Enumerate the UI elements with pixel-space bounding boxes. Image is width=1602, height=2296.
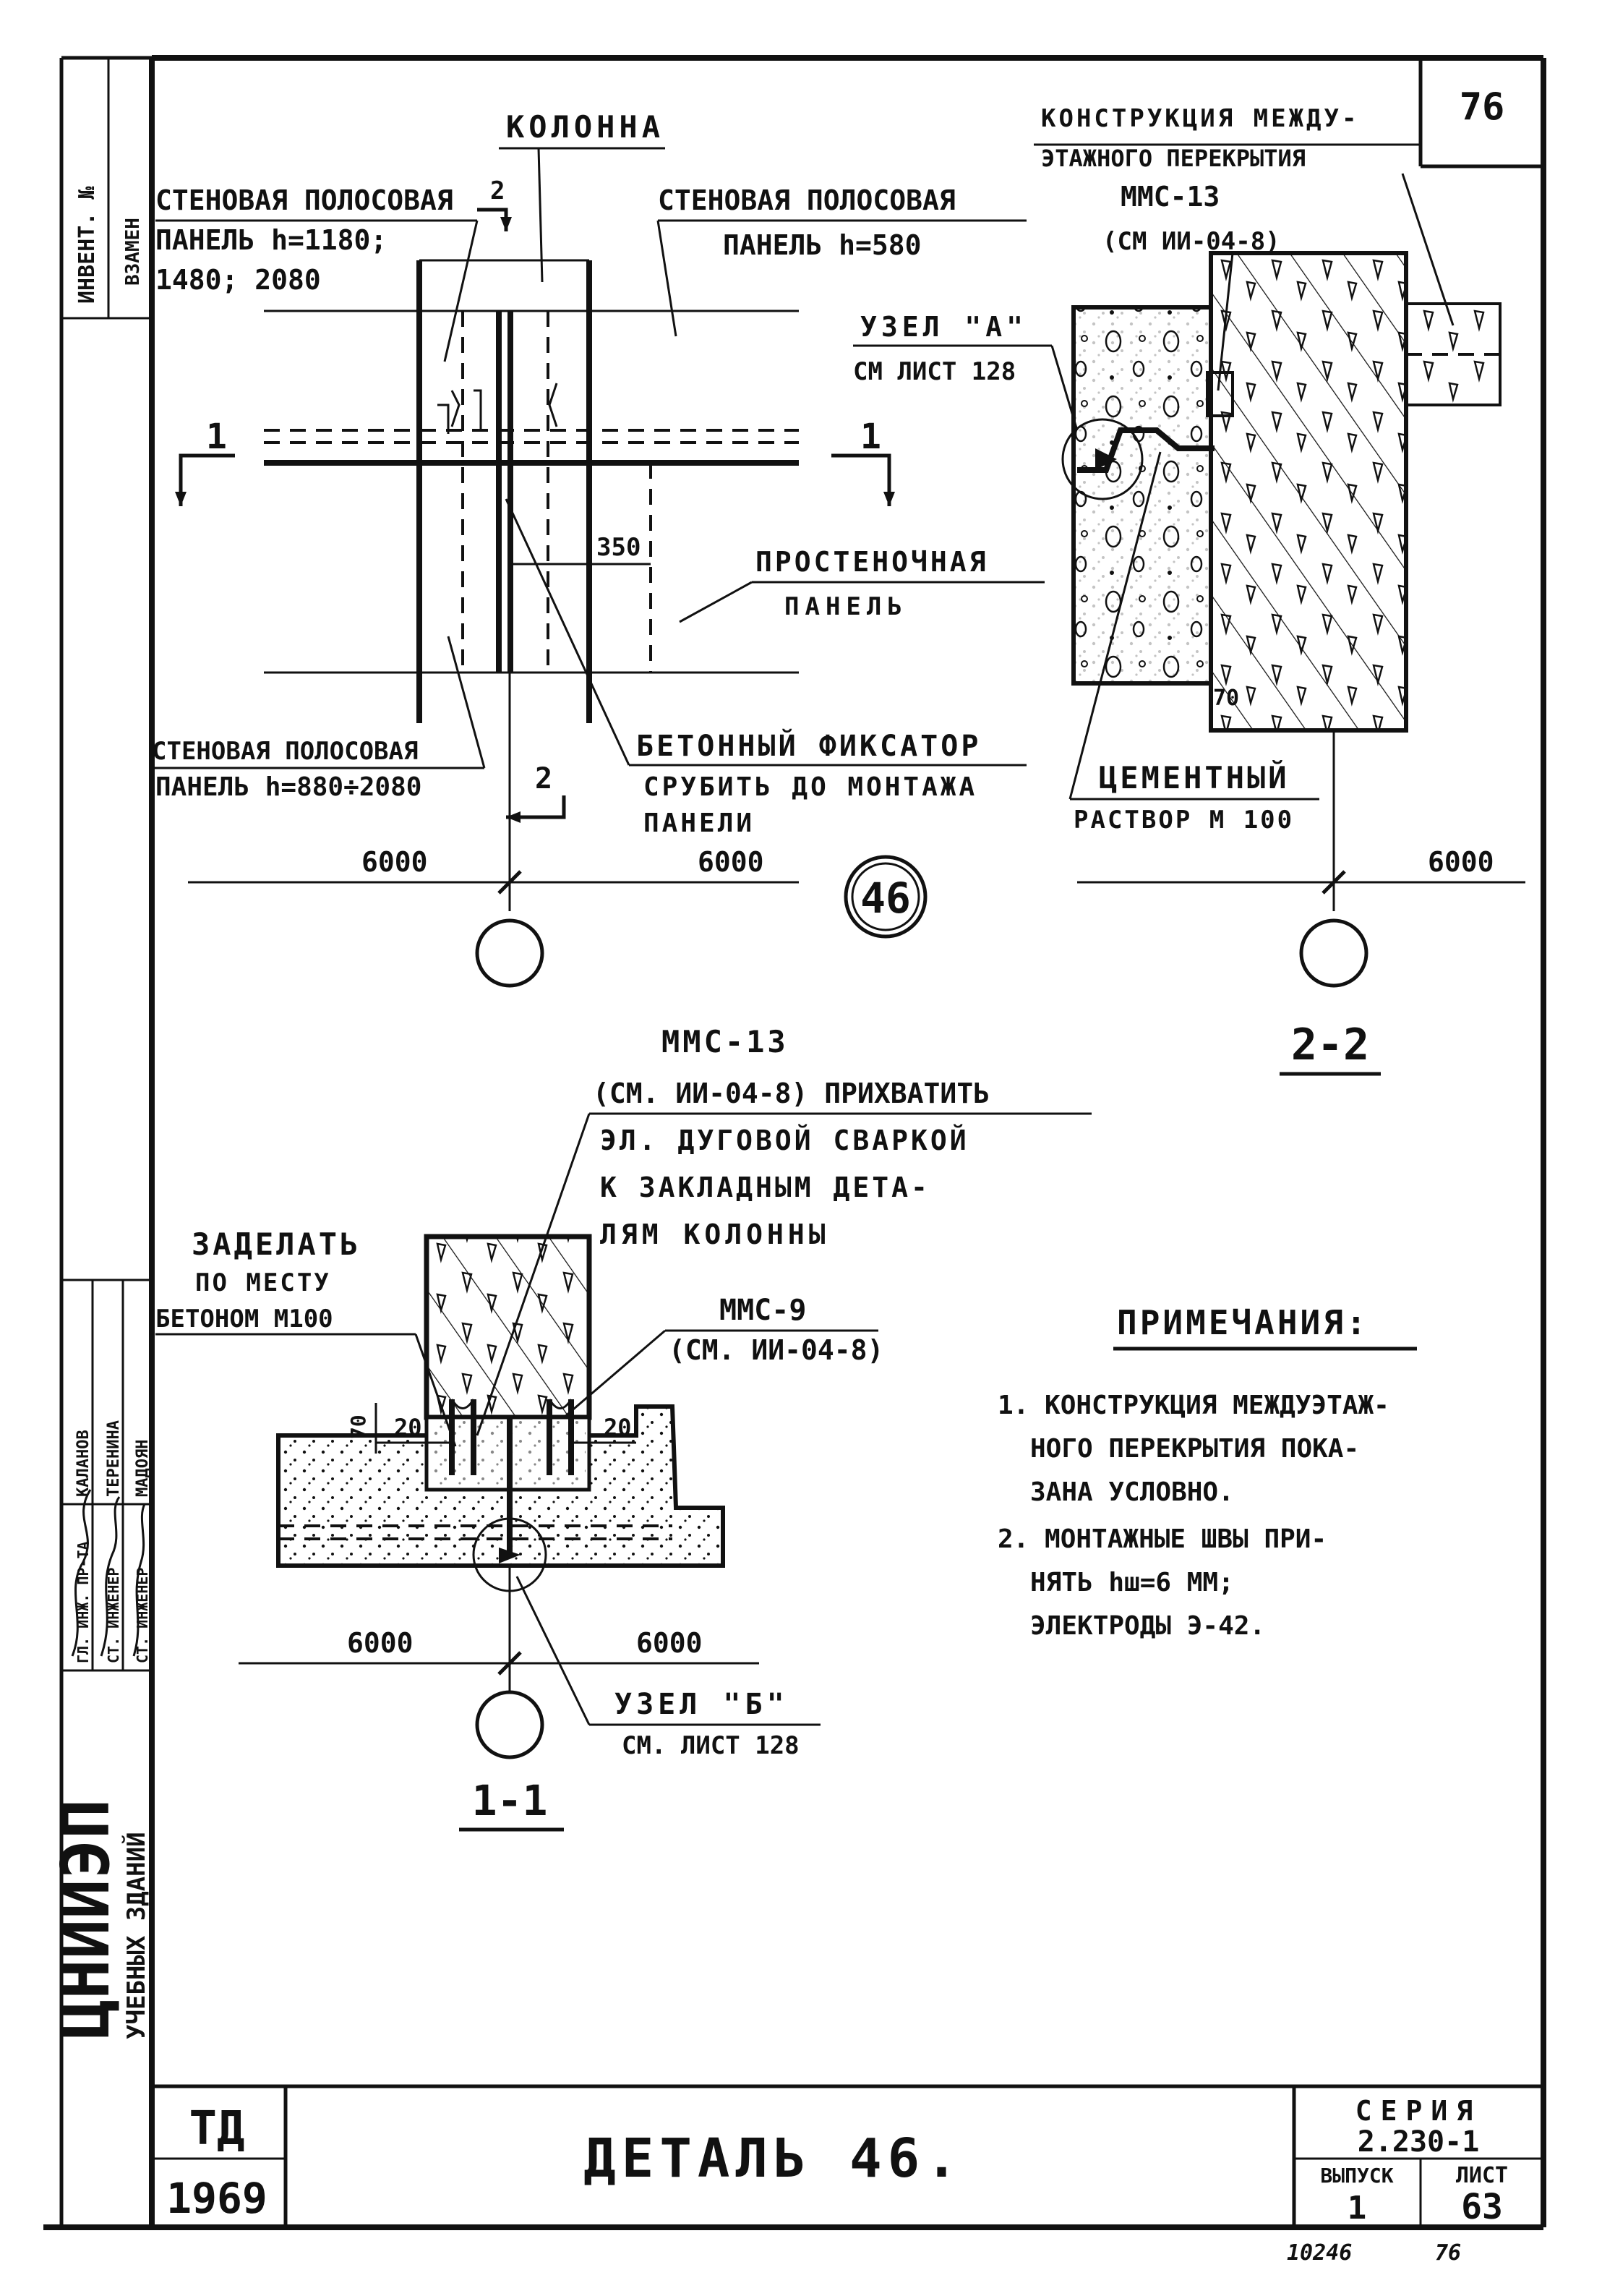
axis-bubble-2-2	[1299, 918, 1368, 988]
fixator-l3: ПАНЕЛИ	[643, 808, 755, 838]
mmc13-1-1-l1: ММС-13	[661, 1024, 789, 1059]
mmc13-1-1-l5: ЛЯМ КОЛОННЫ	[600, 1219, 830, 1250]
drawing-title: ДЕТАЛЬ 46.	[583, 2128, 964, 2190]
axis-dim-2-2: 6000	[1428, 846, 1494, 878]
axis-bubble-1-1	[475, 1690, 544, 1759]
pier-panel-l1: ПРОСТЕНОЧНАЯ	[755, 546, 989, 578]
dim-70-top: 70	[1213, 686, 1239, 711]
panel-lower-l1: СТЕНОВАЯ ПОЛОСОВАЯ	[152, 737, 418, 766]
notes-title: ПРИМЕЧАНИЯ:	[1117, 1303, 1369, 1342]
section-title-2-2: 2-2	[1291, 1020, 1369, 1070]
section-mark-1-left: 1	[206, 417, 227, 457]
detail-marker: 46	[860, 874, 911, 923]
panel-upper-left-l2: ПАНЕЛЬ h=1180;	[155, 224, 387, 256]
section-title-1-1: 1-1	[472, 1776, 548, 1825]
pier-panel-l2: ПАНЕЛЬ	[784, 592, 908, 621]
axis-dim-top-right: 6000	[698, 846, 764, 878]
mmc13-1-1-l2: (СМ. ИИ-04-8) ПРИХВАТИТЬ	[593, 1077, 990, 1109]
cement-l1: ЦЕМЕНТНЫЙ	[1099, 759, 1290, 795]
mmc13-1-1-l3: ЭЛ. ДУГОВОЙ СВАРКОЙ	[600, 1124, 969, 1156]
org-subtitle: УЧЕБНЫХ ЗДАНИЙ	[121, 1832, 151, 2039]
node-a-l1: УЗЕЛ "А"	[860, 311, 1027, 343]
floor-l1: КОНСТРУКЦИЯ МЕЖДУ-	[1041, 104, 1359, 133]
archive-page: 76	[1435, 2240, 1461, 2266]
axis-dim-top-left: 6000	[361, 846, 428, 878]
panel-upper-left-l3: 1480; 2080	[155, 264, 321, 296]
panel-lower-l2: ПАНЕЛЬ h=880÷2080	[155, 772, 421, 802]
fixator-l2: СРУБИТЬ ДО МОНТАЖА	[643, 772, 977, 802]
sheet-value: 63	[1461, 2187, 1503, 2227]
series-value: 2.230-1	[1358, 2125, 1480, 2159]
note-2-l2: НЯТЬ hш=6 ММ;	[1030, 1568, 1234, 1597]
panel-upper-left-l1: СТЕНОВАЯ ПОЛОСОВАЯ	[155, 184, 453, 216]
mmc9-l2: (СМ. ИИ-04-8)	[669, 1334, 883, 1366]
name-1: КАЛАНОВ	[74, 1430, 93, 1497]
dim-20-right: 20	[604, 1414, 632, 1441]
signature-scribble	[71, 1489, 146, 1657]
panel-upper-right-l2: ПАНЕЛЬ h=580	[723, 229, 922, 261]
embed-l2: ПО МЕСТУ	[195, 1268, 331, 1297]
section-mark-2-top: 2	[490, 176, 505, 205]
section-marker-1-right	[831, 453, 895, 506]
archive-number: 10246	[1287, 2240, 1352, 2266]
axis-dim-1-1-left: 6000	[347, 1627, 414, 1659]
stamp-td: ТД	[189, 2102, 244, 2156]
facade-view	[264, 259, 799, 723]
section-mark-1-right: 1	[860, 417, 881, 457]
section-marker-1-left	[175, 453, 235, 506]
mmc13-1-1-l4: К ЗАКЛАДНЫМ ДЕТА-	[600, 1172, 930, 1203]
node-a-l2: СМ ЛИСТ 128	[853, 357, 1016, 386]
stamp-year: 1969	[166, 2174, 267, 2223]
note-1-l1: 1. КОНСТРУКЦИЯ МЕЖДУЭТАЖ-	[998, 1391, 1389, 1420]
node-b-l1: УЗЕЛ "Б"	[614, 1688, 789, 1721]
node-b-l2: СМ. ЛИСТ 128	[622, 1731, 800, 1760]
section-marker-2-top	[477, 208, 512, 231]
org-name: ЦНИИЭП	[47, 1799, 124, 2039]
sheet-frame	[43, 55, 1546, 2230]
name-2: ТЕРЕНИНА	[105, 1420, 123, 1497]
note-1-l2: НОГО ПЕРЕКРЫТИЯ ПОКА-	[1030, 1434, 1359, 1464]
dim-350: 350	[596, 533, 641, 562]
section-mark-2-bottom: 2	[535, 762, 552, 795]
note-2-l1: 2. МОНТАЖНЫЕ ШВЫ ПРИ-	[998, 1524, 1327, 1554]
sheet-label: ЛИСТ	[1456, 2163, 1508, 2188]
detail-marker-circle	[844, 855, 928, 939]
issue-label: ВЫПУСК	[1320, 2164, 1393, 2188]
mmc9-l1: ММС-9	[719, 1294, 806, 1327]
series-label: СЕРИЯ	[1355, 2095, 1481, 2127]
dim-70-1-1: 70	[346, 1414, 370, 1439]
note-1-l3: ЗАНА УСЛОВНО.	[1030, 1477, 1234, 1507]
embed-l3: БЕТОНОМ М100	[155, 1305, 333, 1333]
section-marker-2-bottom	[506, 795, 566, 823]
mmc13-l1: ММС-13	[1121, 181, 1220, 213]
section-1-1	[276, 1234, 725, 1592]
issue-value: 1	[1348, 2190, 1367, 2227]
section-2-2	[1061, 251, 1502, 733]
panel-upper-right-l1: СТЕНОВАЯ ПОЛОСОВАЯ	[658, 184, 956, 216]
inventory-label: ИНВЕНТ. №	[74, 186, 100, 304]
floor-l2: ЭТАЖНОГО ПЕРЕКРЫТИЯ	[1041, 145, 1306, 172]
column-label: КОЛОННА	[506, 109, 664, 145]
dim-20-left: 20	[394, 1414, 422, 1441]
corner-sheet-number: 76	[1460, 85, 1505, 129]
replace-label: ВЗАМЕН	[122, 218, 144, 286]
mmc13-l2: (СМ ИИ-04-8)	[1102, 227, 1280, 256]
axis-dim-1-1-right: 6000	[636, 1627, 703, 1659]
embed-l1: ЗАДЕЛАТЬ	[192, 1226, 361, 1262]
name-3: МАДОЯН	[134, 1440, 152, 1497]
note-2-l3: ЭЛЕКТРОДЫ Э-42.	[1030, 1611, 1265, 1641]
cement-l2: РАСТВОР М 100	[1074, 806, 1294, 835]
fixator-l1: БЕТОННЫЙ ФИКСАТОР	[636, 728, 981, 763]
axis-bubble-top-left	[475, 918, 544, 988]
